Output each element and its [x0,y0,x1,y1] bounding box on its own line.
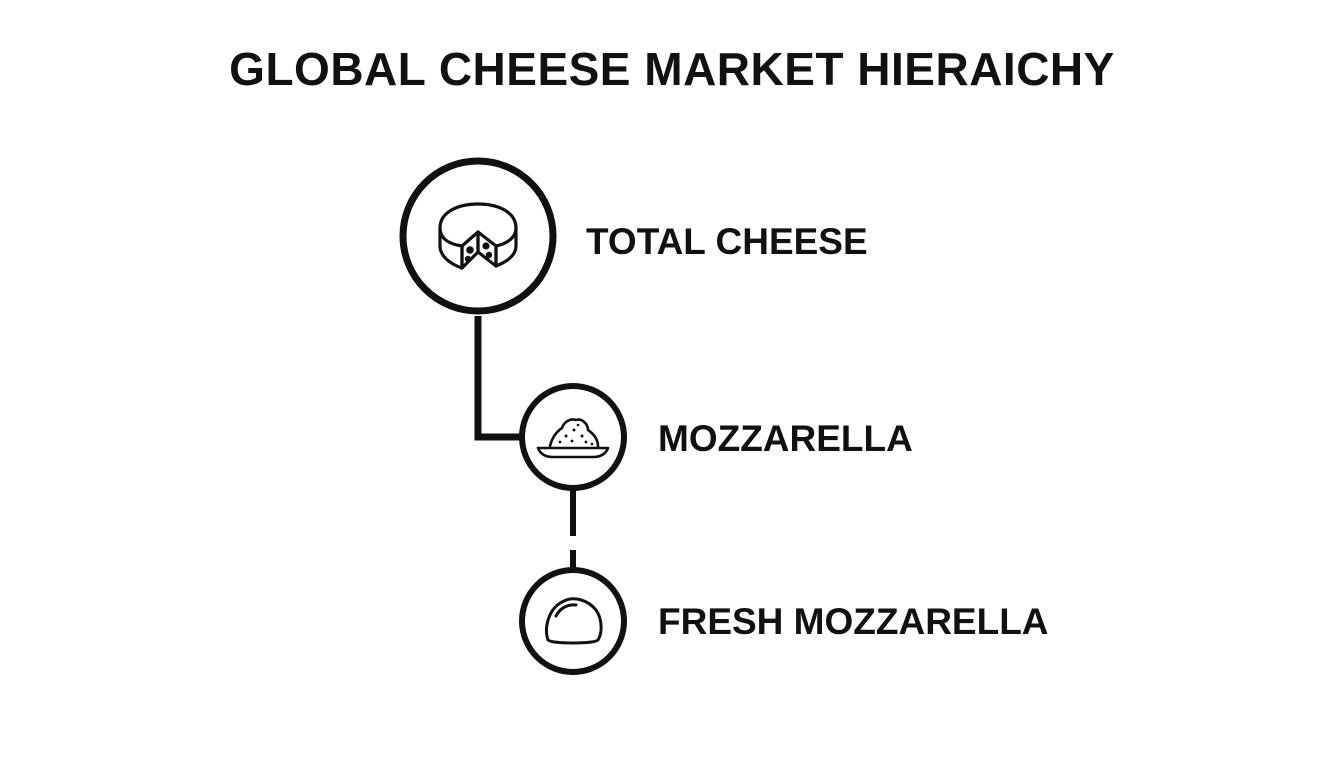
node-circle-mozzarella [519,383,627,491]
node-label-mozzarella: MOZZARELLA [658,418,913,459]
connector-total-to-mozzarella [474,316,522,441]
node-total-cheese [399,157,557,315]
node-circle-fresh-mozzarella [519,567,627,675]
node-label-fresh-mozzarella: FRESH MOZZARELLA [658,601,1049,642]
cheese-wheel-icon [438,202,518,270]
diagram-title: GLOBAL CHEESE MARKET HIERAICHY [229,43,1115,95]
shredded-cheese-plate-icon [536,418,610,459]
node-fresh-mozzarella [519,567,627,675]
node-label-total-cheese: TOTAL CHEESE [586,221,868,262]
mozzarella-ball-icon [545,597,603,645]
node-mozzarella [519,383,627,491]
